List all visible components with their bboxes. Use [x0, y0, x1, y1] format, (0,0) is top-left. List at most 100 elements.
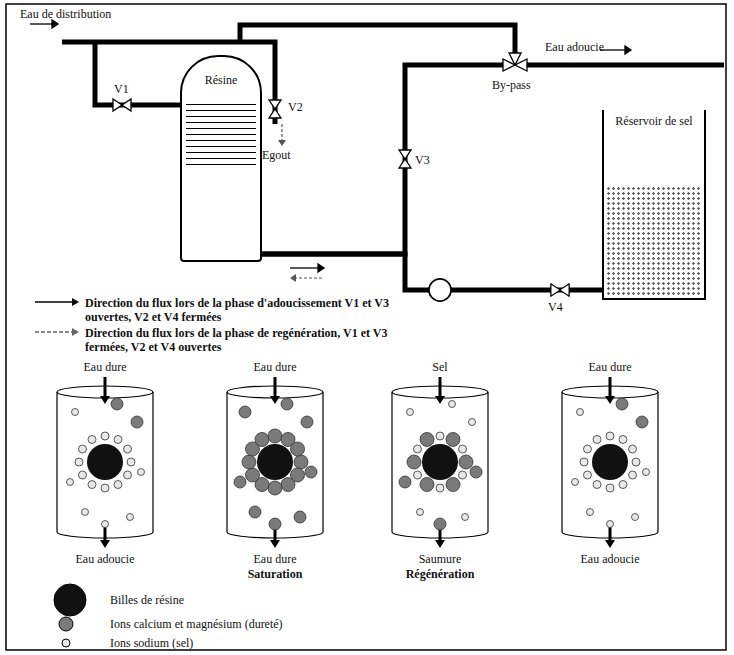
stroke: [227, 392, 323, 532]
stroke: [114, 481, 122, 489]
stroke: [609, 377, 612, 396]
stroke: [580, 458, 588, 466]
stroke: [101, 484, 109, 492]
stroke: [268, 429, 282, 443]
fill-texture: [186, 99, 256, 169]
stroke: [249, 506, 261, 518]
stroke: [281, 478, 295, 492]
label: Eau dure: [589, 360, 632, 374]
node-label: Réservoir de sel: [608, 114, 700, 128]
pump: [429, 279, 451, 301]
stroke: [392, 392, 488, 532]
label: Eau dure: [84, 360, 127, 374]
stroke: [629, 445, 637, 453]
stroke: [593, 481, 601, 489]
stroke: [629, 471, 637, 479]
stroke: [88, 435, 96, 443]
stroke: [420, 432, 434, 446]
stroke: [606, 432, 614, 440]
stroke: [619, 481, 627, 489]
stroke: [239, 406, 251, 418]
stroke: [616, 398, 628, 410]
label: V3: [415, 153, 430, 167]
stroke: [104, 377, 107, 396]
label: Egout: [262, 148, 291, 162]
salt-reservoir: Réservoir de sel: [602, 110, 706, 300]
label: Eau adoucie: [76, 552, 135, 566]
legend-text: Ions sodium (sel): [110, 636, 193, 650]
stroke: [131, 416, 143, 428]
valve: [551, 284, 560, 296]
stroke: [593, 435, 601, 443]
frame: [6, 4, 726, 650]
legend-swatch: [62, 639, 70, 647]
stroke: [605, 396, 615, 404]
stroke: [643, 469, 650, 476]
stroke: [78, 445, 86, 453]
stroke: [587, 509, 594, 516]
stroke: [87, 444, 123, 480]
stroke: [101, 432, 109, 440]
stroke: [257, 444, 293, 480]
stroke: [114, 435, 122, 443]
label: Régénération: [406, 567, 475, 581]
label: Eau dure: [254, 360, 297, 374]
stroke: [111, 398, 123, 410]
stroke: [446, 432, 460, 446]
stroke: [124, 445, 132, 453]
resin-tank: Résine: [180, 55, 262, 262]
stroke: [399, 476, 411, 488]
legend-text: Direction du flux lors de la phase d'ado…: [85, 296, 415, 324]
arrow-sample: [72, 328, 79, 336]
stroke: [294, 455, 308, 469]
label: Eau adoucie: [581, 552, 640, 566]
stroke: [459, 455, 473, 469]
node-label: Résine: [184, 73, 258, 87]
stroke: [127, 514, 134, 521]
stroke: [413, 471, 421, 479]
label: V4: [548, 300, 563, 314]
stroke: [449, 401, 456, 408]
label: Saumure: [419, 552, 462, 566]
stroke: [100, 396, 110, 404]
stroke: [67, 479, 74, 486]
pump: [429, 279, 451, 301]
stroke: [102, 521, 109, 528]
stroke: [268, 481, 282, 495]
label: Eau adoucie: [545, 40, 604, 54]
stroke: [459, 471, 467, 479]
stroke: [583, 445, 591, 453]
stroke: [470, 466, 482, 478]
legend-text: Ions calcium et magnésium (dureté): [110, 617, 283, 631]
stroke: [269, 518, 281, 530]
stroke: [138, 469, 145, 476]
label: V1: [114, 82, 129, 96]
label: Eau de distribution: [20, 7, 111, 21]
stroke: [270, 540, 280, 548]
stroke: [619, 435, 627, 443]
flow-arrows: [30, 20, 631, 272]
stroke: [270, 396, 280, 404]
legend-text: Direction du flux lors de la phase de re…: [85, 326, 415, 354]
stroke: [274, 377, 277, 396]
stroke: [606, 484, 614, 492]
label: V2: [288, 100, 303, 114]
exchange-columns: [57, 377, 658, 548]
stroke: [632, 458, 640, 466]
stroke: [301, 416, 313, 428]
stroke: [446, 478, 460, 492]
stroke: [636, 416, 648, 428]
stroke: [577, 409, 584, 416]
stroke: [583, 471, 591, 479]
stroke: [605, 540, 615, 548]
stroke: [436, 484, 444, 492]
arrow-sample: [35, 301, 72, 303]
stroke: [281, 398, 293, 410]
valves: [113, 53, 569, 296]
label: Sel: [432, 360, 447, 374]
stroke: [100, 540, 110, 548]
stroke: [562, 392, 658, 532]
stroke: [78, 471, 86, 479]
stroke: [234, 476, 246, 488]
